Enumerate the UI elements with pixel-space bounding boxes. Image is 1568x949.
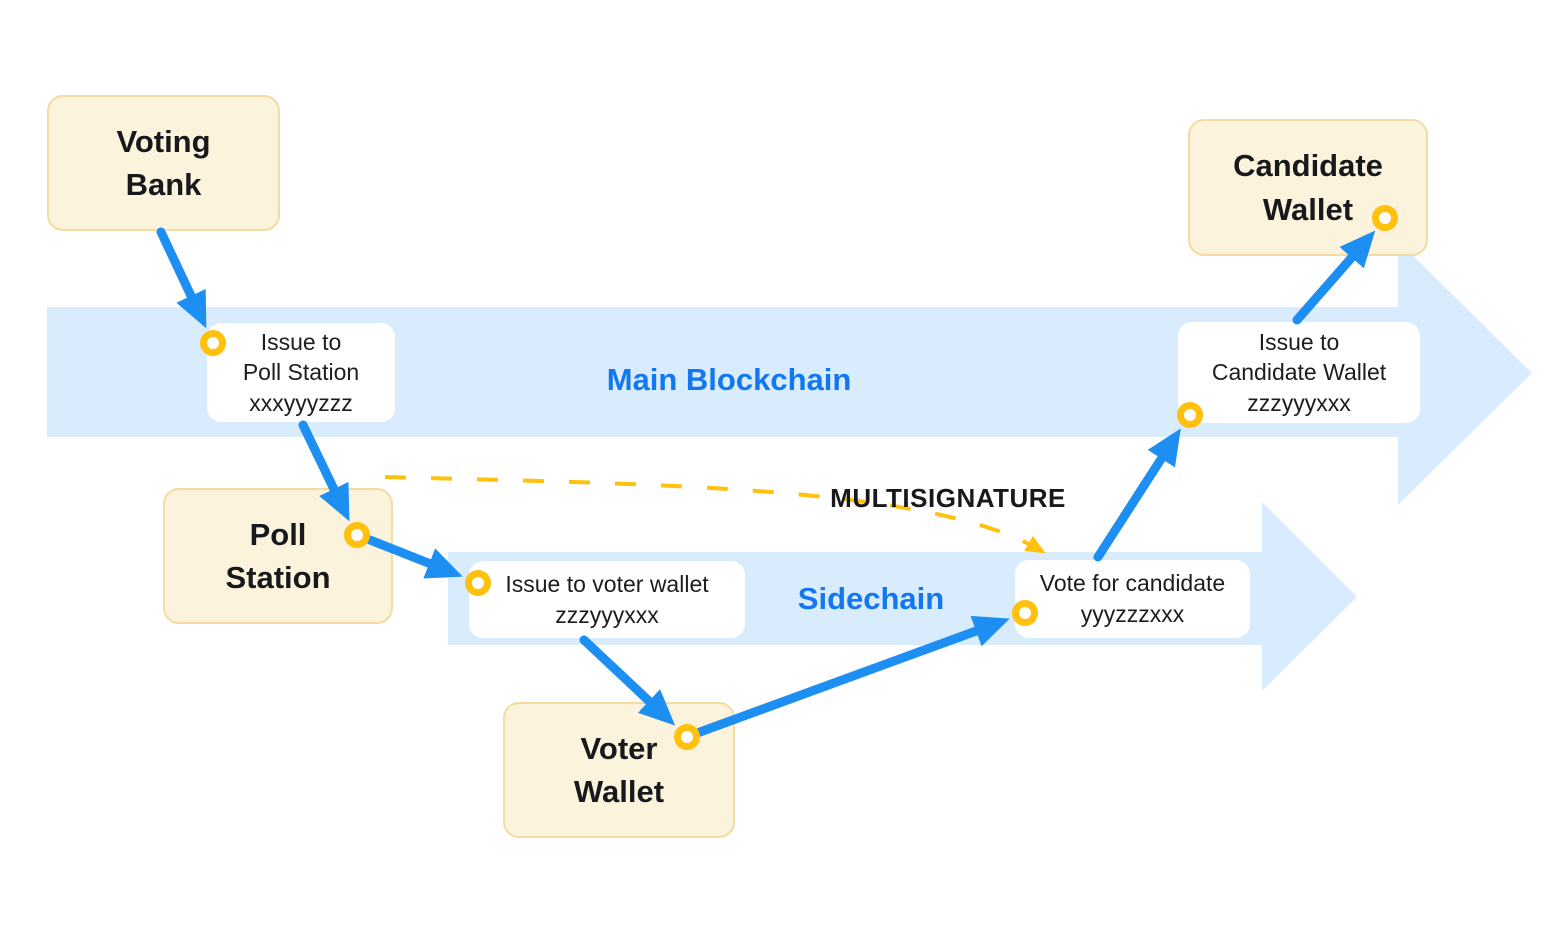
tx-issue-to-candidate-wallet-label: Issue to Candidate Wallet zzzyyyxxx — [1211, 328, 1387, 416]
voter-wallet-node: Voter Wallet — [503, 702, 735, 838]
tx-issue-to-poll-station-label: Issue to Poll Station xxxyyyzzz — [242, 328, 360, 416]
main-blockchain-arrowhead-icon — [1398, 241, 1532, 505]
voter-wallet-label: Voter Wallet — [573, 730, 665, 809]
tx-issue-to-poll-station: Issue to Poll Station xxxyyyzzz — [207, 323, 395, 422]
candidate-wallet-label: Candidate Wallet — [1233, 148, 1383, 227]
tx-vote-for-candidate: Vote for candidate yyyzzzxxx — [1015, 560, 1250, 638]
poll-station-label: Poll Station — [225, 516, 331, 595]
tx-issue-to-voter-wallet-label: Issue to voter wallet zzzyyyxxx — [505, 570, 709, 628]
tx-vote-for-candidate-label: Vote for candidate yyyzzzxxx — [1039, 570, 1226, 627]
multisignature-annotation: MULTISIGNATURE — [830, 483, 1066, 513]
tx-issue-to-voter-wallet: Issue to voter wallet zzzyyyxxx — [469, 561, 745, 638]
voting-bank-label: Voting Bank — [116, 123, 211, 202]
sidechain-title: Sidechain — [797, 581, 945, 616]
main-blockchain-title: Main Blockchain — [606, 362, 852, 397]
voting-bank-node: Voting Bank — [47, 95, 280, 231]
sidechain-arrowhead-icon — [1262, 502, 1357, 691]
tx-issue-to-candidate-wallet: Issue to Candidate Wallet zzzyyyxxx — [1178, 322, 1420, 423]
poll-station-node: Poll Station — [163, 488, 393, 624]
candidate-wallet-node: Candidate Wallet — [1188, 119, 1428, 256]
